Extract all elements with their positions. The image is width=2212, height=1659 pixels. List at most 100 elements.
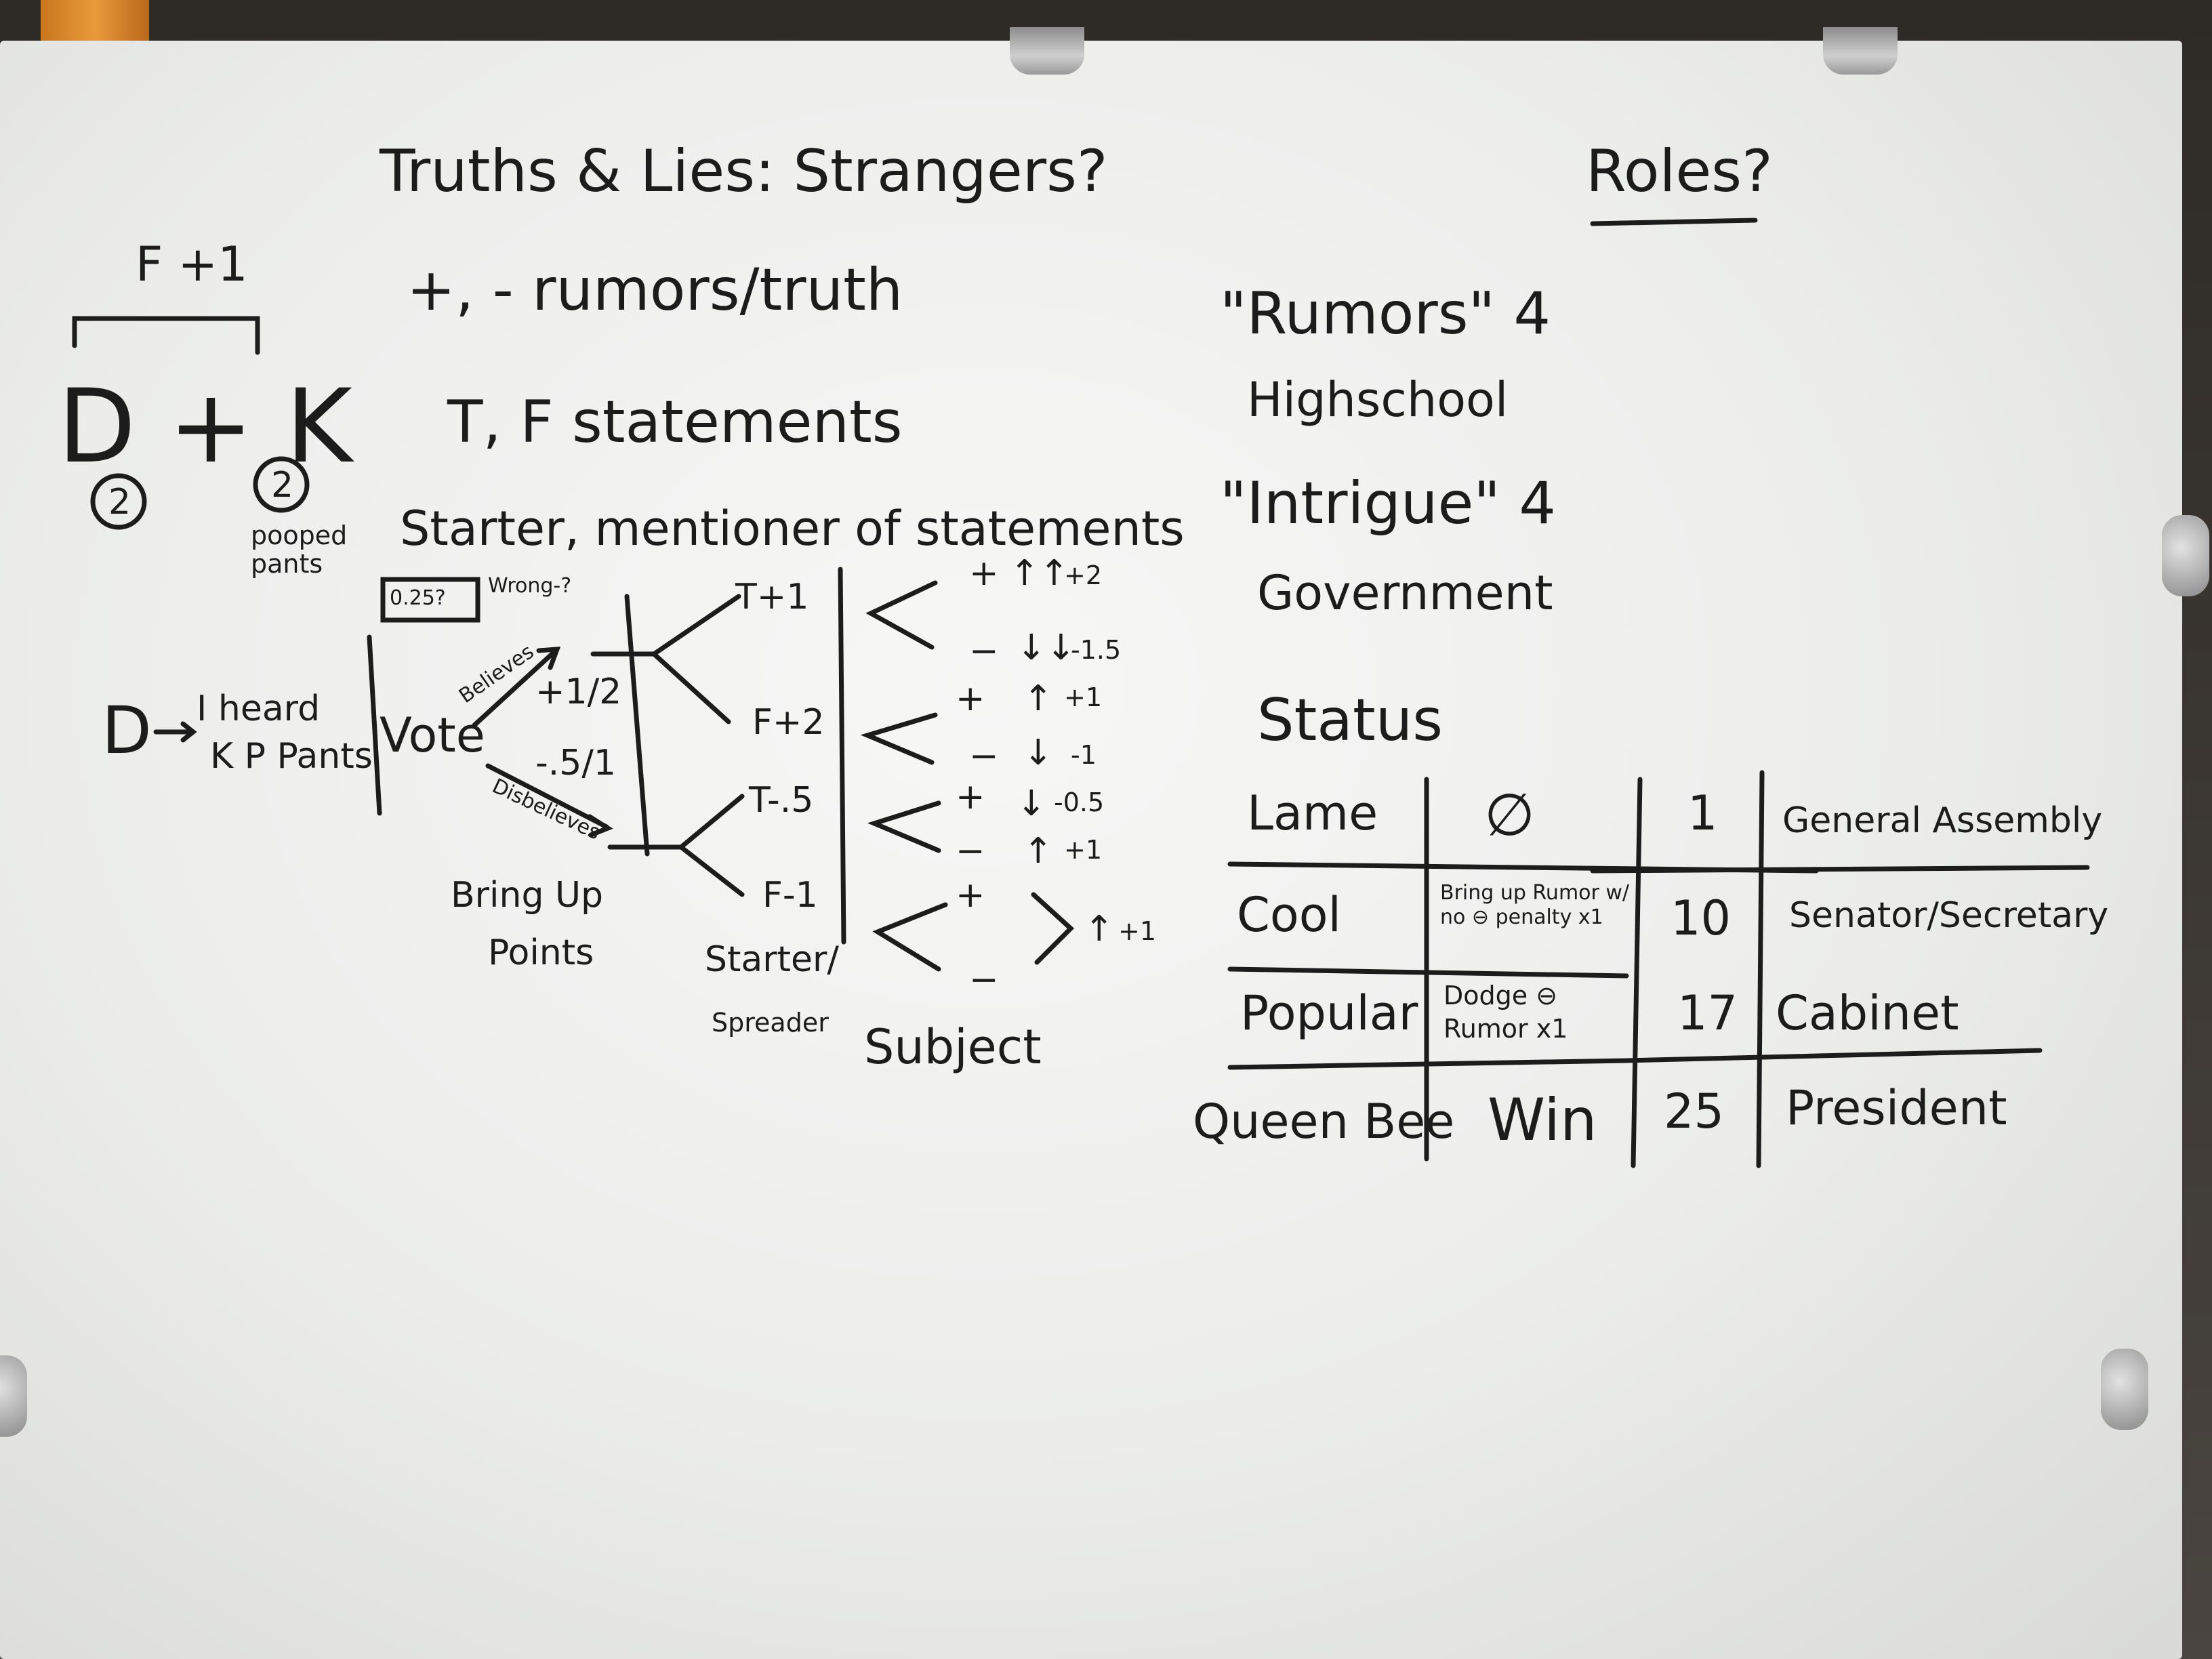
outcome-sign: + <box>956 875 985 916</box>
status-level: Queen Bee <box>1193 1094 1455 1149</box>
bring-up-label: Bring Up <box>451 875 604 916</box>
outcome-arrow: ↑ <box>1023 831 1053 872</box>
status-role: President <box>1786 1080 2007 1136</box>
roles-heading: Roles? <box>1586 138 1773 205</box>
table-hline-2 <box>1227 966 1629 979</box>
subject-label: Subject <box>864 1019 1042 1075</box>
outcome-arrow: ↑ <box>1023 678 1053 719</box>
d-count: 2 <box>108 482 131 523</box>
chevron-2 <box>860 712 938 765</box>
outcome-sign: + <box>956 777 985 817</box>
status-level: Popular <box>1240 985 1418 1041</box>
f-plus-label: F +1 <box>136 237 248 292</box>
table-vline-2 <box>1631 777 1643 1168</box>
status-points: 10 <box>1671 890 1732 946</box>
disbelieve-points: -.5/1 <box>535 743 616 783</box>
outcome-value: +2 <box>1064 560 1103 590</box>
vote-divider <box>367 634 382 816</box>
outcome-value: -0.5 <box>1054 787 1105 817</box>
spreader-label: Spreader <box>712 1008 829 1038</box>
example-text-1: I heard <box>197 689 321 729</box>
table-hline-3 <box>1227 1048 2043 1070</box>
outcome-sign: − <box>969 631 999 672</box>
outcome-arrow: ↓ <box>1017 783 1046 824</box>
chevron-3 <box>867 800 941 853</box>
status-points: 1 <box>1687 785 1718 841</box>
chevron-1 <box>865 580 938 650</box>
outcome-value: +1 <box>1118 916 1157 946</box>
table-vline-3 <box>1756 770 1765 1168</box>
t-plus-label: T+1 <box>735 577 809 617</box>
status-perk: Dodge ⊖ Rumor x1 <box>1443 981 1568 1044</box>
d-and-k: D + K <box>58 368 352 486</box>
board-clip-right <box>1823 27 1898 75</box>
k-count: 2 <box>271 465 294 506</box>
points-label: Points <box>488 933 594 973</box>
side-clip-lower <box>2101 1349 2148 1430</box>
status-level: Lame <box>1247 785 1378 841</box>
status-role: General Assembly <box>1782 800 2103 841</box>
outcome-value: +1 <box>1064 835 1103 865</box>
starter-mentioner-line: Starter, mentioner of statements <box>400 501 1185 556</box>
chevron-4 <box>872 892 1075 972</box>
disbelieves-arrow <box>485 763 613 838</box>
outcome-arrow: ↑ <box>1084 909 1114 949</box>
outcome-arrow: ↑↑ <box>1010 553 1069 594</box>
box-value: 0.25? <box>390 586 446 610</box>
title: Truths & Lies: Strangers? <box>380 138 1108 205</box>
outcome-value: +1 <box>1064 682 1103 712</box>
side-clip-upper <box>2162 515 2209 596</box>
orange-object <box>41 0 149 41</box>
branch-believe <box>590 594 741 724</box>
outcome-arrow: ↓↓ <box>1017 628 1076 668</box>
whiteboard <box>0 41 2182 1659</box>
status-role: Senator/Secretary <box>1789 895 2109 936</box>
k-count-circle <box>253 456 310 513</box>
table-hline-1b <box>1590 865 2090 874</box>
status-level: Cool <box>1237 887 1341 943</box>
theme-government: Government <box>1257 565 1553 621</box>
status-points: 17 <box>1677 985 1738 1041</box>
outcome-sign: + <box>956 678 985 719</box>
example-text-2: K P Pants <box>210 736 373 777</box>
starter-label: Starter/ <box>705 939 839 980</box>
f-plus-branch: F+2 <box>752 702 825 743</box>
side-clip-left <box>0 1355 27 1437</box>
theme-highschool: Highschool <box>1247 372 1509 428</box>
roles-underline <box>1590 218 1758 226</box>
status-perk: ∅ <box>1484 781 1535 849</box>
outcome-sign: + <box>969 553 999 594</box>
outcome-value: -1.5 <box>1071 635 1122 665</box>
believe-points: +1/2 <box>535 672 622 712</box>
board-clip-left <box>1010 27 1084 75</box>
status-perk: Bring up Rumor w/ no ⊖ penalty x1 <box>1440 881 1630 929</box>
branch-disbelieve <box>607 794 745 897</box>
statements-line: T, F statements <box>447 388 903 456</box>
status-role: Cabinet <box>1776 985 1959 1041</box>
outcome-value: -1 <box>1071 740 1097 770</box>
pooped-pants-note: pooped pants <box>251 520 348 579</box>
status-perk: Win <box>1488 1086 1597 1154</box>
theme-rumors: "Rumors" 4 <box>1220 280 1551 348</box>
tree-divider-2 <box>838 567 846 945</box>
t-minus-label: T-.5 <box>749 780 814 821</box>
theme-intrigue: "Intrigue" 4 <box>1220 470 1557 537</box>
box-outline <box>380 577 480 623</box>
d-count-circle <box>90 473 147 530</box>
outcome-sign: − <box>969 736 999 777</box>
outcome-sign: − <box>956 831 985 872</box>
outcome-arrow: ↓ <box>1023 733 1053 773</box>
rumors-truth-line: +, - rumors/truth <box>407 256 903 324</box>
status-heading: Status <box>1257 687 1443 754</box>
believes-arrow <box>472 647 561 728</box>
vote-label: Vote <box>380 708 485 763</box>
wrong-note: Wrong-? <box>488 574 572 598</box>
outcome-sign: − <box>969 960 999 1000</box>
tree-divider-1 <box>624 594 650 857</box>
example-arrow <box>153 721 197 743</box>
example-d: D <box>102 693 152 769</box>
f-minus-label: F-1 <box>762 875 818 916</box>
dk-bracket <box>72 316 260 355</box>
